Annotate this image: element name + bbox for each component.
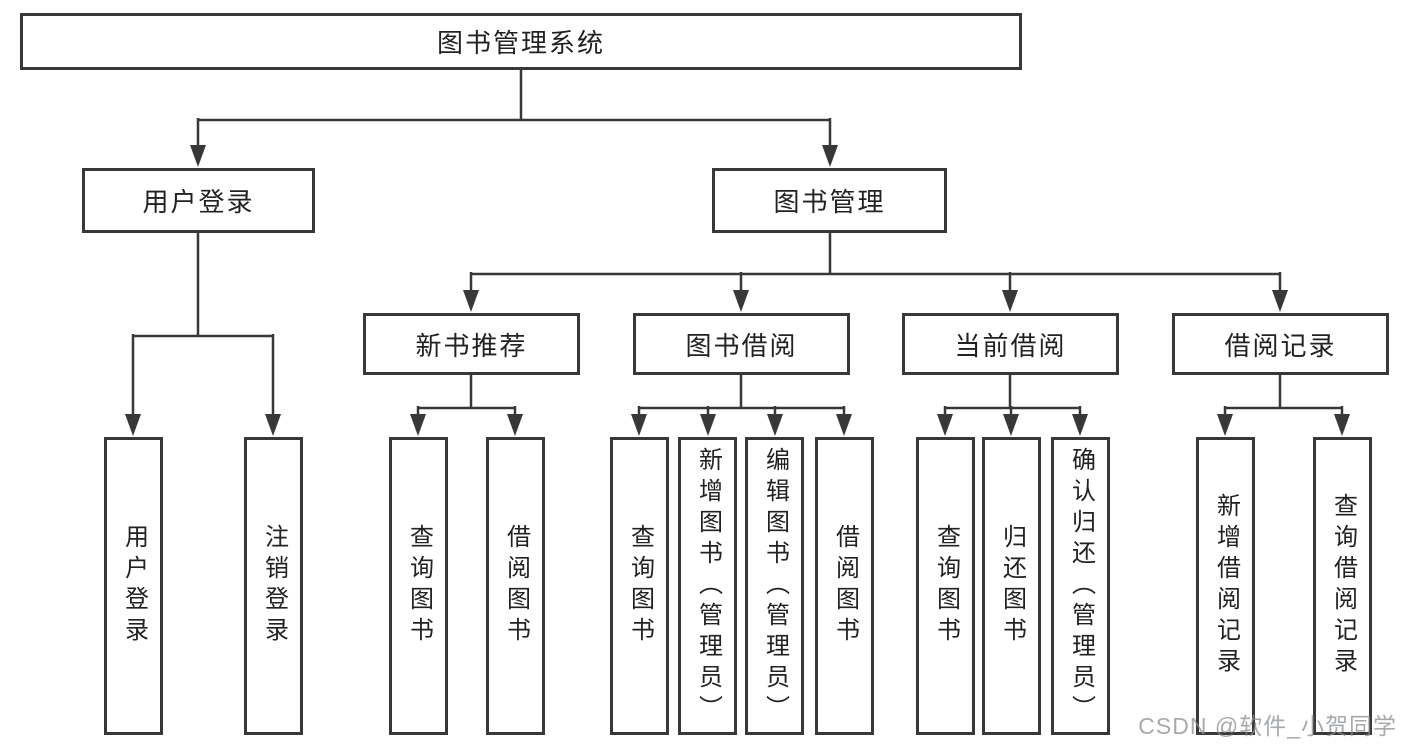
- new-book-connector: [416, 375, 517, 418]
- node-user-login-label: 用户登录: [142, 187, 255, 217]
- leaf-label: 新增借阅记录: [1212, 493, 1240, 679]
- leaf-label: 查询图书: [932, 524, 960, 648]
- leaf-label: 借阅图书: [502, 524, 530, 648]
- leaf-label: 查询借阅记录: [1329, 493, 1357, 679]
- leaf-label: 新增图书（管理员）: [694, 446, 722, 726]
- book-borrow-connector: [637, 375, 846, 418]
- node-new-book-recommend: 新书推荐: [363, 313, 580, 375]
- leaf-borrow-books: 借阅图书: [815, 437, 874, 735]
- leaf-logout-label: 注销登录: [260, 524, 288, 648]
- leaf-query-books-current: 查询图书: [916, 437, 975, 735]
- node-book-management: 图书管理: [712, 168, 947, 233]
- node-current-borrow: 当前借阅: [902, 313, 1119, 375]
- leaf-user-login: 用户登录: [104, 437, 163, 735]
- leaf-user-login-label: 用户登录: [120, 524, 148, 648]
- leaf-logout: 注销登录: [244, 437, 303, 735]
- leaf-label: 确认归还（管理员）: [1067, 446, 1095, 726]
- current-borrow-connector: [943, 375, 1082, 418]
- node-book-management-label: 图书管理: [773, 187, 886, 217]
- root-connector: [196, 70, 832, 150]
- leaf-label: 借阅图书: [831, 524, 859, 648]
- node-book-borrow: 图书借阅: [633, 313, 850, 375]
- leaf-add-books-admin: 新增图书（管理员）: [678, 437, 737, 735]
- node-root-label: 图书管理系统: [436, 28, 605, 58]
- node-user-login: 用户登录: [82, 168, 315, 233]
- leaf-label: 编辑图书（管理员）: [761, 446, 789, 726]
- node-root: 图书管理系统: [20, 13, 1022, 70]
- leaf-add-borrow-record: 新增借阅记录: [1196, 437, 1255, 735]
- node-new-book-recommend-label: 新书推荐: [415, 330, 528, 361]
- leaf-confirm-return-admin: 确认归还（管理员）: [1051, 437, 1110, 735]
- node-borrow-records: 借阅记录: [1172, 313, 1389, 375]
- leaf-borrow-books-recommend: 借阅图书: [486, 437, 545, 735]
- leaf-query-books-borrow: 查询图书: [610, 437, 669, 735]
- leaf-return-books: 归还图书: [982, 437, 1041, 735]
- leaf-label: 查询图书: [405, 524, 433, 648]
- arrowheads: [125, 145, 1350, 436]
- leaf-label: 归还图书: [998, 524, 1026, 648]
- leaf-edit-books-admin: 编辑图书（管理员）: [745, 437, 804, 735]
- watermark: CSDN @软件_小贺同学: [1138, 713, 1397, 739]
- borrow-record-connector: [1223, 375, 1344, 418]
- user-login-connector: [131, 233, 275, 418]
- leaf-label: 查询图书: [626, 524, 654, 648]
- node-borrow-records-label: 借阅记录: [1224, 330, 1337, 361]
- leaf-query-borrow-record: 查询借阅记录: [1313, 437, 1372, 735]
- node-current-borrow-label: 当前借阅: [954, 330, 1067, 361]
- leaf-query-books-recommend: 查询图书: [389, 437, 448, 735]
- book-management-connector: [469, 233, 1282, 294]
- node-book-borrow-label: 图书借阅: [685, 330, 798, 361]
